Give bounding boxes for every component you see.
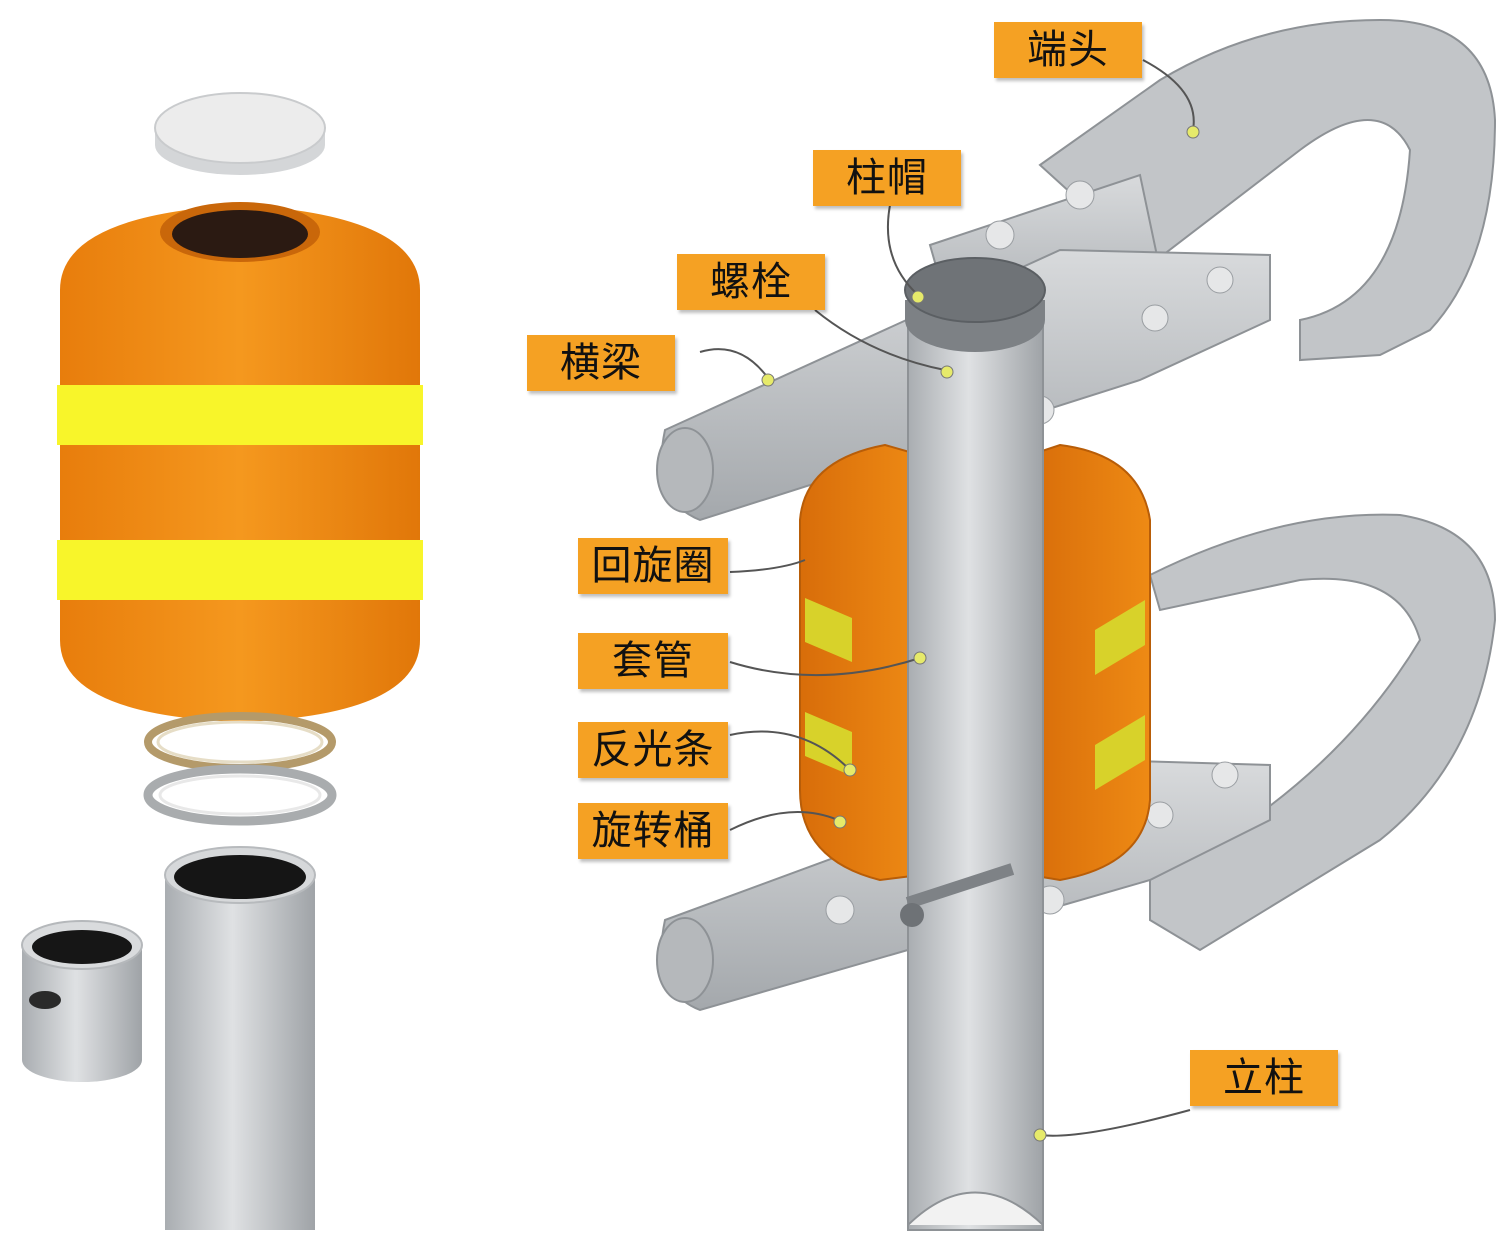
end-head-upper (1038, 18, 1497, 362)
end-head-lower (1148, 513, 1497, 952)
exploded-barrel (57, 202, 423, 722)
exploded-cap (154, 92, 326, 175)
exploded-view (21, 92, 423, 1230)
exploded-collar (21, 920, 143, 1082)
exploded-sleeve (164, 846, 316, 1230)
exploded-rings (143, 712, 337, 826)
label-crossbeam: 横梁 (527, 335, 675, 391)
label-sleeve: 套管 (578, 633, 728, 689)
barrel-left-half (799, 443, 921, 882)
label-bolt: 螺栓 (677, 254, 825, 310)
label-rotation-ring: 回旋圈 (578, 538, 728, 594)
label-upright-post: 立柱 (1190, 1050, 1338, 1106)
barrel-right-half (1029, 443, 1151, 882)
label-reflective-strip: 反光条 (578, 722, 728, 778)
label-post-cap: 柱帽 (813, 150, 961, 206)
label-rotating-barrel: 旋转桶 (578, 803, 728, 859)
leader-dots (761, 125, 1200, 1142)
assembled-view (656, 18, 1497, 1231)
central-post (900, 257, 1046, 1231)
leader-lines (699, 59, 1195, 1137)
label-end-head: 端头 (994, 22, 1142, 78)
